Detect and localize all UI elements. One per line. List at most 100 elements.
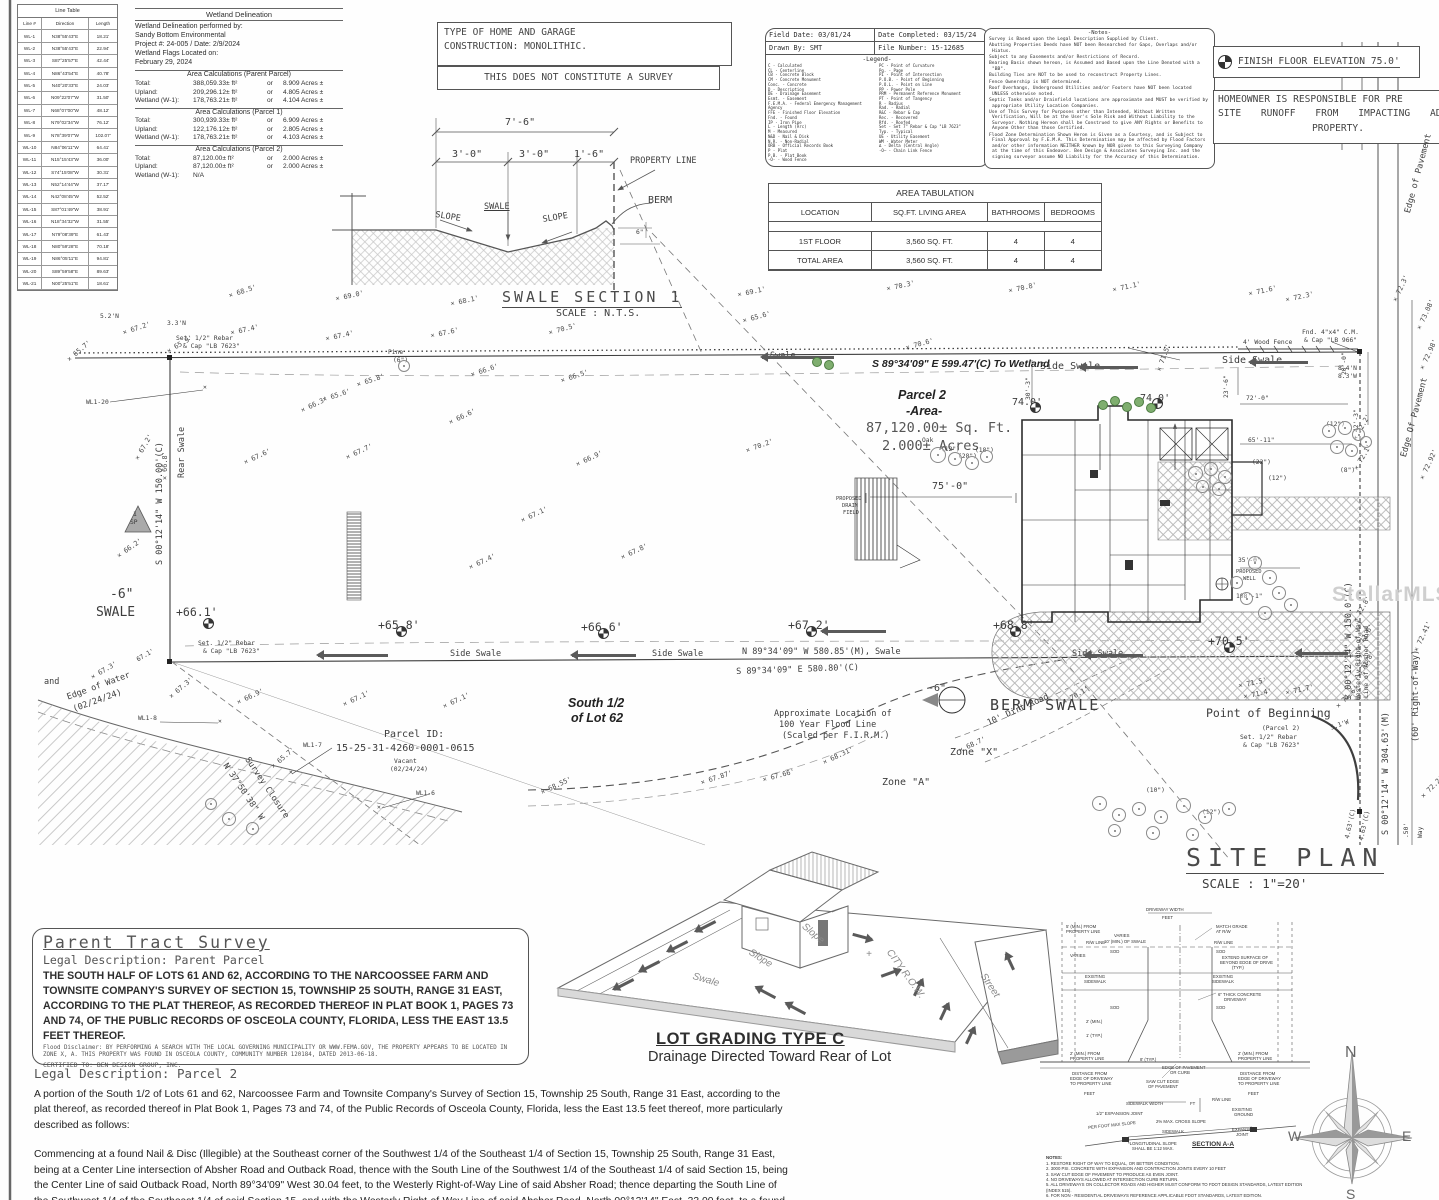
- plan-label: +67.2': [788, 618, 830, 632]
- plan-label: 67.1': [135, 647, 156, 664]
- plan-label: 4.63'(C): [1344, 808, 1358, 840]
- tree-icon: [1338, 421, 1352, 435]
- swale-section-title: SWALE SECTION 1: [502, 288, 683, 308]
- table-row: WL-9 N78°39'07"W 102.07': [18, 129, 117, 142]
- plan-label: Edge Of Pavement: [1399, 376, 1430, 459]
- plan-label: SP: [130, 519, 138, 526]
- driveway-label: SIDEWALK: [1162, 1129, 1185, 1134]
- note-line: Flood Zone Determination Shown Heron is …: [989, 132, 1206, 160]
- driveway-label: FEET: [1084, 1091, 1095, 1096]
- table-row: WL-6 N09°22'07"W 31.50': [18, 92, 117, 105]
- driveway-label: EXTEND SURFACE OF: [1222, 955, 1269, 960]
- driveway-label: EDGE OF DRIVEWAY: [1070, 1076, 1113, 1081]
- swale-label: SWALE: [484, 202, 510, 212]
- table-row: WL-19 N86°05'11"E 94.81': [18, 253, 117, 266]
- flow-arrow-icon: [965, 1026, 976, 1045]
- table-row: WL-2 N38°55'43"E 22.94': [18, 42, 117, 56]
- driveway-label: FT: [1190, 1101, 1196, 1106]
- plan-label: Zone "X": [950, 747, 999, 758]
- plan-label: Side Swale: [652, 649, 704, 659]
- spot-elevation: 67.1': [520, 505, 549, 524]
- driveway-label: 6" THICK CONCRETE: [1218, 992, 1262, 997]
- line-table-title: Line Table: [18, 5, 117, 18]
- plan-label: Rear Swale: [177, 426, 187, 478]
- construction-type-box: TYPE OF HOME AND GARAGE CONSTRUCTION: MO…: [437, 22, 732, 66]
- driveway-label: 8' (TYP.): [1140, 1057, 1157, 1062]
- legend-entry: CL - Centerline: [768, 67, 805, 73]
- plan-label: 5.2'N: [100, 313, 119, 320]
- plan-label: Oak: [922, 437, 934, 444]
- wetland-delineation-block: Wetland Delineation Wetland Delineation …: [135, 8, 343, 180]
- legend-entry: PP - Power Pole: [879, 86, 916, 92]
- benchmark-icon: [396, 626, 407, 637]
- wetland-line: Sandy Bottom Environmental: [135, 32, 226, 40]
- driveway-label: R/W LINE: [1214, 940, 1234, 945]
- plan-label: (12"): [941, 446, 960, 453]
- driveway-label: PER FOOT MAX SLOPE: [1087, 1119, 1137, 1130]
- spot-elevation: 68.31': [822, 745, 855, 766]
- legend-entry: P - Plat: [768, 147, 788, 153]
- plan-label: S 89°34'09" E 580.80'(C): [735, 662, 860, 677]
- tree-icon: [1204, 462, 1218, 476]
- spot-elevation: 67.8': [620, 542, 649, 561]
- driveway-label: SOD: [1216, 1005, 1226, 1010]
- ffe-label: FINISH FLOOR ELEVATION 75.0': [1238, 56, 1400, 68]
- spot-elevation: 72.2': [1420, 774, 1439, 800]
- spot-elevation: 71.6': [1248, 284, 1278, 298]
- plan-label: Set. 1/2" Rebar: [176, 335, 233, 342]
- tree-icon: [398, 360, 410, 372]
- legend-entry: PT - Point of Tangency: [879, 96, 932, 102]
- tree-icon: [1176, 798, 1191, 813]
- legend-entry: -O- - Wood Fence: [768, 157, 807, 163]
- area-calc-p2-title: Area Calculations (Parcel 2): [135, 144, 343, 155]
- spot-elevation: 65.7': [270, 746, 297, 771]
- driveway-note: 6. FOR NON - RESIDENTIAL DRIVEWAYS REFER…: [1046, 1193, 1263, 1199]
- plan-label: Point of Beginning: [1206, 706, 1331, 720]
- plan-label: 87,120.00± Sq. Ft.: [866, 420, 1013, 436]
- spot-elevation: 70.6': [905, 337, 935, 352]
- legend-entry: Rad. - Radial: [879, 105, 911, 111]
- plan-label: (12"): [1268, 475, 1287, 482]
- legend-entry: Typ. - Typical: [879, 129, 913, 135]
- tree-icon: [1322, 424, 1336, 438]
- table-row: WL-8 N79°02'34"W 76.12': [18, 117, 117, 130]
- driveway-label: AT R/W: [1216, 929, 1231, 934]
- tree-icon: [1272, 586, 1286, 600]
- plan-label: Parcel ID:: [384, 729, 445, 740]
- benchmark-icon: [806, 626, 817, 637]
- legend-entry: Conc. - Concrete: [768, 81, 807, 87]
- plan-label: SWALE: [96, 605, 136, 620]
- driveway-note: 2. 3000 PSI. CONCRETE WITH EXPANSION AND…: [1046, 1166, 1227, 1172]
- tree-icon: [965, 456, 979, 470]
- driveway-label: PROPERTY LINE: [1070, 1056, 1105, 1061]
- table-row: WL-5 N40°20'33"E 24.03': [18, 79, 117, 93]
- spot-elevation: 65.8': [356, 372, 385, 388]
- driveway-note: 3. SAW CUT EDGE OF PAVEMENT TO PRODUCE A…: [1046, 1171, 1179, 1177]
- driveway-label: MATCH GRADE: [1216, 924, 1248, 929]
- driveway-label: 2' (MIN.) FROM: [1070, 1051, 1101, 1056]
- spot-elevation: 67.2': [134, 433, 154, 461]
- plan-label: Set. 1/2" Rebar: [198, 640, 255, 647]
- spot-elevation: 71.4': [1243, 687, 1273, 701]
- tree-icon: [980, 450, 993, 463]
- legend-entry: PC - Point of Curvature: [879, 63, 935, 68]
- spot-elevation: 68.5': [228, 283, 257, 299]
- spot-elevation: 72.41': [1413, 620, 1434, 653]
- plan-label: PROPOSED: [1236, 569, 1262, 575]
- tree-icon: [1230, 576, 1243, 589]
- plan-label: PROPOSED: [836, 496, 862, 502]
- spot-elevation: 68.55': [540, 775, 573, 796]
- driveway-label: EXISTING: [1213, 974, 1234, 979]
- legal2-para1: A portion of the South 1/2 of Lots 61 an…: [34, 1089, 783, 1131]
- swale-dim-total: 7'-6": [505, 117, 536, 128]
- area-calc-p1-title: Area Calculations (Parcel 1): [135, 107, 343, 118]
- line-table-header: Line # Direction Length: [18, 18, 117, 31]
- plan-label: & Cap "LB 7623": [203, 648, 260, 655]
- legend-entry: PI - Point of Intersection: [879, 72, 942, 78]
- tree-icon: [222, 812, 236, 826]
- driveway-label: 2' (MIN.): [1086, 1019, 1103, 1024]
- spot-elevation: 67.4': [325, 329, 355, 343]
